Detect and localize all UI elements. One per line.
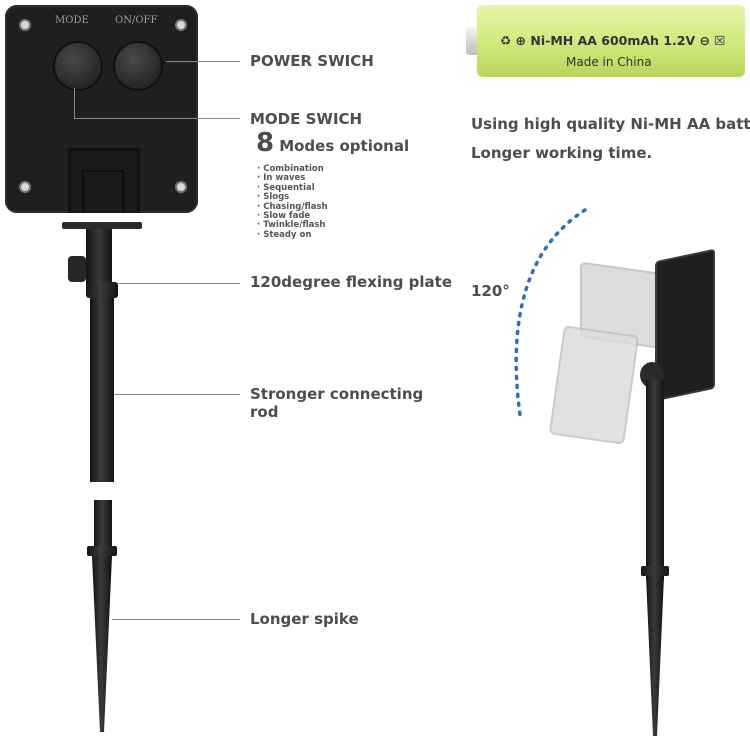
mode-button[interactable] (53, 41, 103, 91)
spike-label: Longer spike (250, 610, 359, 628)
spike-callout-line (112, 619, 240, 620)
connecting-rod-label-line2: rod (250, 403, 279, 421)
list-item: Slogs (257, 192, 328, 202)
mount-recess-inner (82, 170, 124, 212)
panel-ghost-tilted (548, 325, 640, 445)
spike-collar (87, 546, 117, 556)
battery-print-line1: ♻ ⊕ Ni-MH AA 600mAh 1.2V ⊖ ☒ (500, 33, 726, 48)
solar-panel (655, 248, 715, 402)
modes-optional-label: Modes optional (279, 137, 410, 155)
connecting-rod-label-line1: Stronger connecting (250, 385, 424, 403)
mode-switch-callout-line (74, 118, 240, 119)
mode-switch-label: MODE SWICH (250, 110, 363, 128)
power-switch-callout-line (166, 61, 240, 62)
list-item: Chasing/flash (257, 202, 327, 212)
list-item: Combination (257, 164, 328, 174)
right-spike-tip (646, 576, 664, 736)
rod-collar (86, 282, 118, 298)
battery-caption-line1: Using high quality Ni-MH AA battery (471, 115, 750, 133)
list-item: Steady on (257, 230, 328, 240)
rotation-arc-icon (514, 208, 587, 417)
flex-joint (86, 229, 112, 289)
mode-switch-callout-line (74, 88, 75, 118)
list-item: In waves (257, 173, 328, 183)
screw-icon (19, 181, 31, 193)
list-item: Slow fade (257, 211, 328, 221)
power-switch-label: POWER SWICH (250, 52, 374, 70)
rod-callout-line (114, 394, 240, 395)
screw-icon (175, 19, 187, 31)
flex-knob-icon (68, 256, 86, 282)
power-button[interactable] (113, 41, 163, 91)
spike-top (94, 500, 112, 546)
spike-tip (92, 556, 112, 732)
mount-recess (68, 148, 140, 213)
mode-button-caption: MODE (55, 15, 89, 26)
flex-plate-callout-line (118, 283, 240, 284)
right-rod-collar (641, 566, 669, 576)
battery-image (477, 5, 745, 77)
list-item: Sequential (257, 183, 328, 193)
right-rod (646, 380, 664, 580)
angle-label: 120° (471, 282, 510, 300)
screw-icon (19, 19, 31, 31)
list-item: Twinkle/flash (257, 221, 328, 231)
battery-print-line2: Made in China (566, 55, 652, 69)
modes-count: 8 (256, 128, 275, 158)
battery-terminal (466, 27, 479, 55)
connecting-rod (90, 298, 114, 482)
bracket-plate (62, 222, 142, 229)
modes-list: Combination In waves Sequential Slogs Ch… (257, 164, 328, 240)
flexing-plate-label: 120degree flexing plate (250, 273, 453, 291)
battery-caption-line2: Longer working time. (471, 144, 653, 162)
modes-heading: 8 Modes optional (256, 128, 409, 158)
screw-icon (175, 181, 187, 193)
onoff-button-caption: ON/OFF (115, 15, 158, 26)
